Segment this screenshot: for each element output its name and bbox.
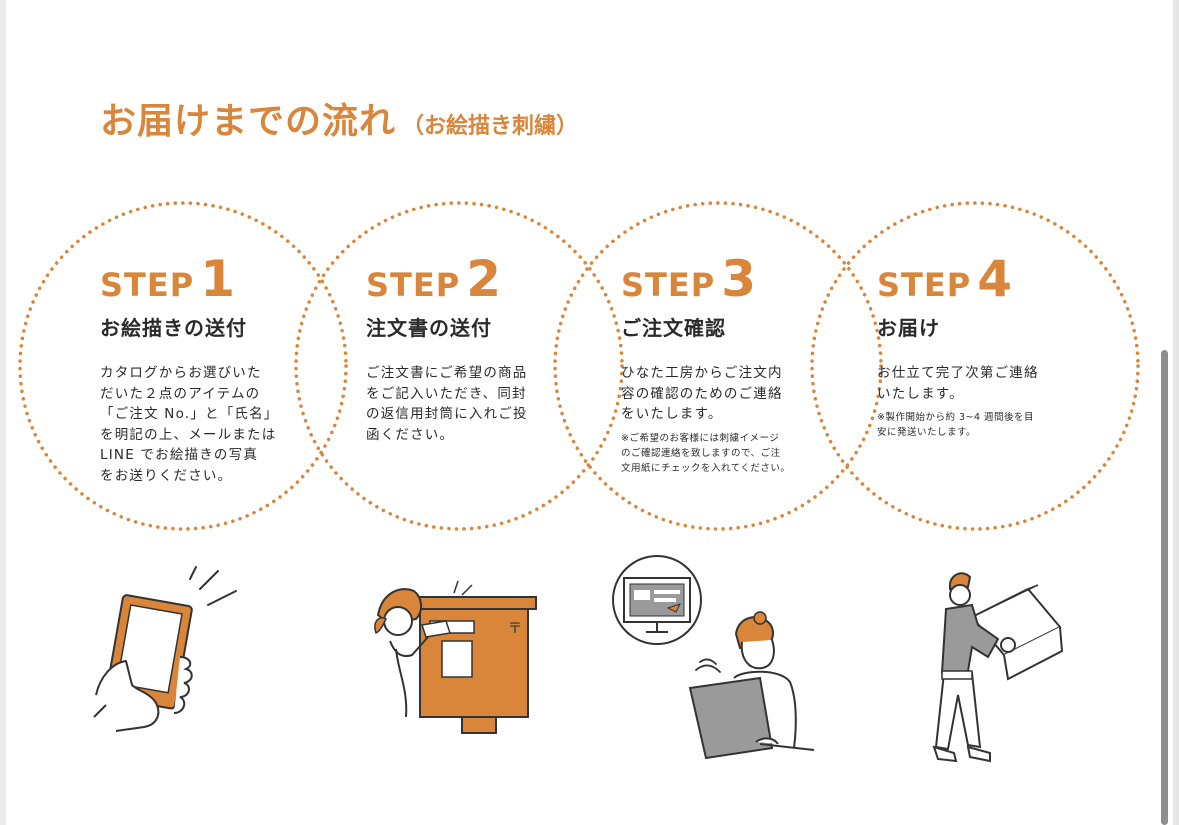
step-2-circle bbox=[294, 201, 624, 531]
step-4-number: 4 bbox=[977, 250, 1012, 308]
woman-laptop-icon bbox=[612, 555, 815, 760]
step-2-name: 注文書の送付 bbox=[366, 316, 492, 340]
smartphone-hand-icon bbox=[93, 566, 237, 732]
page-panel bbox=[6, 0, 1173, 825]
step-1-number: 1 bbox=[200, 250, 235, 308]
step-4-word: STEP bbox=[877, 266, 972, 304]
step-1-description: カタログからお選びいた だいた２点のアイテムの 「ご注文 No.」と「氏名」 を… bbox=[100, 365, 279, 484]
step-4-note: ※製作開始から約 3~4 週間後を目 安に発送いたします。 bbox=[877, 412, 1035, 438]
step-1-name: お絵描きの送付 bbox=[100, 316, 247, 340]
step-4-description: お仕立て完了次第ご連絡 いたします。 bbox=[877, 365, 1039, 402]
step-2-description: ご注文書にご希望の商品 をご記入いただき、同封 の返信用封筒に入れご投 函くださ… bbox=[366, 365, 528, 443]
step-2-word: STEP bbox=[366, 266, 461, 304]
step-4-circle bbox=[810, 201, 1140, 531]
step-2-number: 2 bbox=[466, 250, 501, 308]
page-subtitle: （お絵描き刺繍） bbox=[402, 114, 579, 139]
step-3-circle bbox=[553, 201, 883, 531]
step-3-word: STEP bbox=[621, 266, 716, 304]
step-1-word: STEP bbox=[100, 266, 195, 304]
svg-text:〒: 〒 bbox=[508, 621, 522, 637]
page-title: お届けまでの流れ bbox=[100, 101, 397, 142]
step-3-name: ご注文確認 bbox=[621, 316, 726, 340]
step-4-name: お届け bbox=[877, 316, 940, 340]
step-3-number: 3 bbox=[721, 250, 756, 308]
step-3-note: ※ご希望のお客様には刺繍イメージ のご確認連絡を致しますので、ご注 文用紙にチェ… bbox=[621, 432, 791, 474]
step-3-description: ひなた工房からご注文内 容の確認のためのご連絡 をいたします。 bbox=[621, 365, 783, 422]
page-title-row: お届けまでの流れ（お絵描き刺繍） bbox=[100, 92, 578, 144]
step-1-circle bbox=[18, 201, 348, 531]
window-edge bbox=[1173, 0, 1179, 825]
delivery-man-icon bbox=[932, 572, 1064, 763]
woman-mailbox-icon: 〒 bbox=[374, 580, 537, 734]
scrollbar-thumb[interactable] bbox=[1161, 350, 1168, 825]
